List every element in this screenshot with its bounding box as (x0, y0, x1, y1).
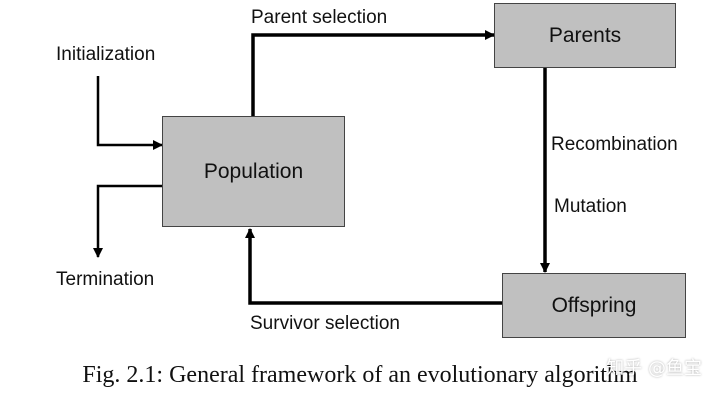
parent-selection-label: Parent selection (251, 7, 388, 28)
figure-caption: Fig. 2.1: General framework of an evolut… (82, 362, 638, 388)
termination-arrow (93, 184, 162, 258)
population-node: Population (162, 116, 345, 227)
initialization-arrow (96, 76, 163, 150)
parents-node: Parents (494, 3, 676, 68)
population-label: Population (203, 159, 304, 183)
survivor-selection-label: Survivor selection (250, 313, 400, 334)
mutation-label: Mutation (554, 196, 627, 217)
survivor-selection-arrow (245, 228, 502, 305)
initialization-label: Initialization (56, 44, 156, 65)
parent-selection-arrow (251, 30, 495, 116)
offspring-label: Offspring (551, 293, 637, 317)
watermark: 知乎 @鱼宝 (606, 358, 702, 379)
parents-label: Parents (548, 23, 622, 47)
recombination-label: Recombination (551, 134, 678, 155)
offspring-node: Offspring (502, 273, 686, 338)
termination-label: Termination (56, 269, 155, 290)
